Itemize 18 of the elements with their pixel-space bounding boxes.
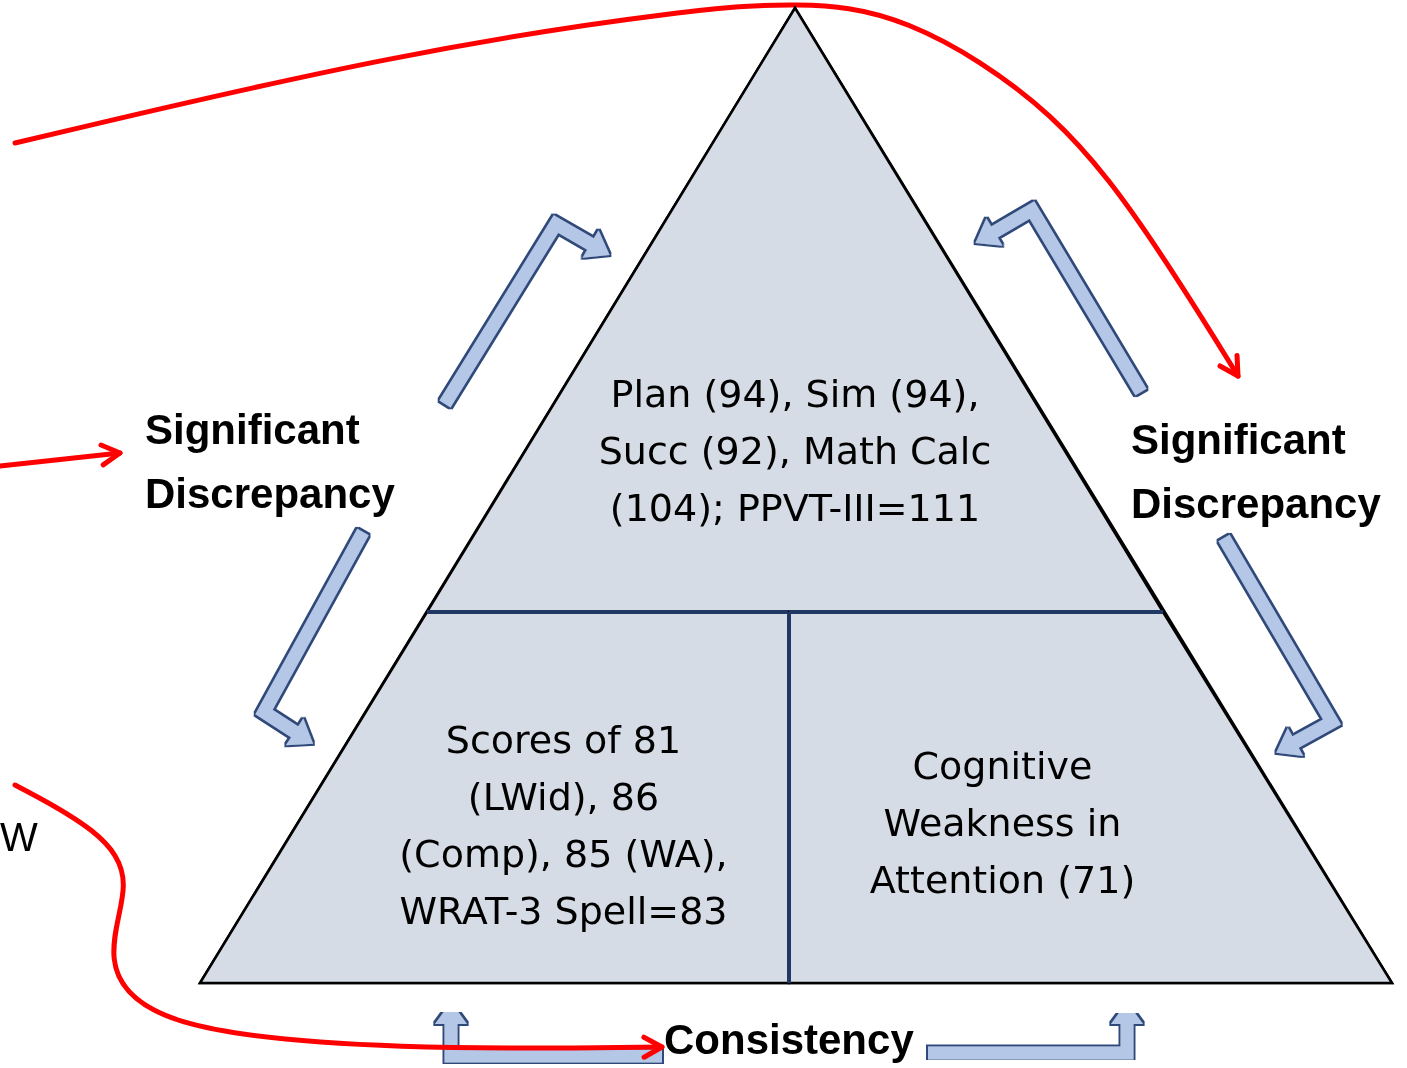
block-arrow bbox=[439, 215, 610, 408]
score-text: Cognitive Weakness in Attention (71) bbox=[868, 743, 1137, 904]
block-arrow bbox=[435, 1002, 662, 1063]
block-arrow bbox=[928, 1002, 1143, 1060]
curved-arrow bbox=[0, 442, 123, 469]
score-text: Plan (94), Sim (94), Succ (92), Math Calc (104); PPVT-III=111 bbox=[597, 371, 993, 532]
curved-arrow bbox=[12, 782, 665, 1060]
score-text: Scores of 81 (LWid), 86 (Comp), 85 (WA), WRAT-3 Spell=83 bbox=[398, 717, 729, 935]
cut-off-text: W bbox=[0, 815, 38, 860]
block-arrow bbox=[255, 528, 369, 746]
heading-text: Significant Discrepancy bbox=[145, 405, 396, 519]
triangle-section bbox=[200, 612, 789, 983]
block-arrow bbox=[975, 201, 1147, 396]
heading-text: Significant Discrepancy bbox=[1131, 415, 1382, 529]
block-arrow bbox=[1218, 534, 1341, 757]
curved-arrow bbox=[12, 2, 1241, 379]
heading-text: Consistency bbox=[664, 1016, 915, 1064]
triangle-section bbox=[789, 612, 1392, 983]
